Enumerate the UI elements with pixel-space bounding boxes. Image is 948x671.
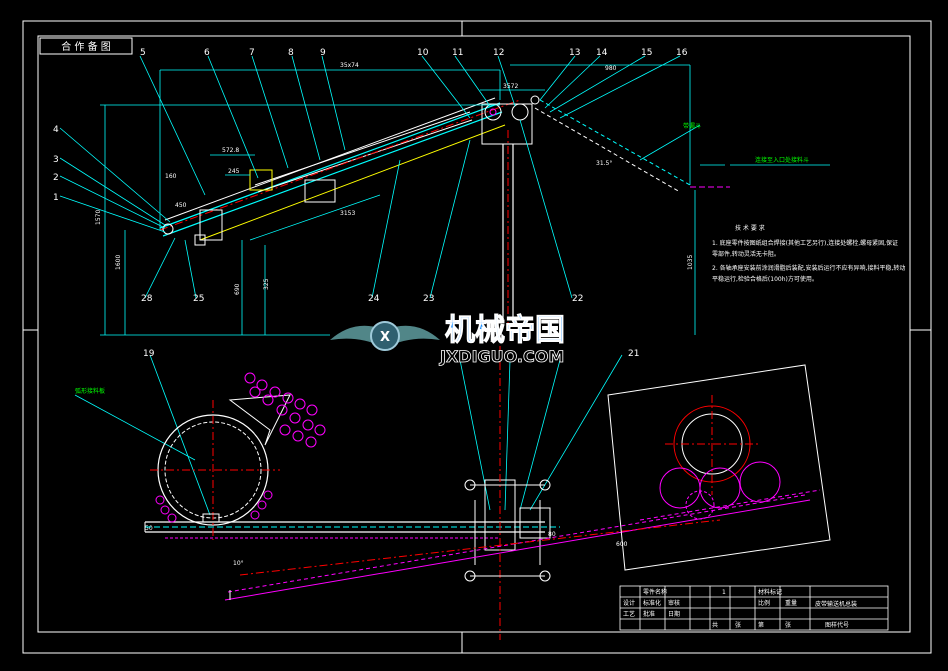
part-label-9: 9 (320, 48, 326, 58)
svg-text:600: 600 (616, 541, 628, 548)
svg-text:审核: 审核 (668, 599, 680, 607)
svg-text:31.5°: 31.5° (596, 160, 612, 167)
arc-hopper-wheel (150, 372, 326, 540)
svg-text:张: 张 (735, 621, 741, 629)
watermark-logo: X 机械帝国 JXDIGUO.COM (330, 313, 566, 366)
inclined-conveyor (159, 95, 730, 330)
svg-text:批准: 批准 (643, 610, 655, 618)
part-label-21: 21 (628, 349, 639, 359)
part-label-7: 7 (249, 48, 255, 58)
detail-view (607, 364, 831, 571)
svg-text:X: X (380, 330, 390, 345)
part-label-8: 8 (288, 48, 294, 58)
svg-text:重量: 重量 (785, 599, 797, 607)
part-label-24: 24 (368, 294, 380, 304)
part-label-3: 3 (53, 155, 59, 165)
part-label-28: 28 (141, 294, 153, 304)
part-label-10: 10 (417, 48, 429, 58)
svg-text:3153: 3153 (340, 210, 355, 217)
svg-text:比例: 比例 (758, 599, 770, 607)
svg-text:245: 245 (228, 168, 240, 175)
svg-text:第: 第 (758, 621, 764, 629)
hopper-note: 带漏斗 (683, 122, 701, 130)
watermark-cn: 机械帝国 (445, 313, 565, 348)
title-block-text: 零件名称 1 材料标记 皮带输送机总装 图样代号 设计 标准化 审核 工艺 批准… (623, 588, 857, 629)
technical-requirements: 技 术 要 求 1. 底座零件按图纸组合焊接(其他工艺另行),连接处螺栓,螺母紧… (712, 224, 905, 283)
part-label-19: 19 (143, 349, 155, 359)
svg-text:平稳运行,检验合格后(100h)方可使用。: 平稳运行,检验合格后(100h)方可使用。 (712, 275, 818, 283)
part-label-23: 23 (423, 294, 434, 304)
svg-text:零件名称: 零件名称 (643, 588, 667, 596)
svg-text:572.8: 572.8 (222, 147, 239, 154)
part-label-16: 16 (676, 48, 688, 58)
svg-text:1600: 1600 (115, 255, 122, 270)
svg-text:50: 50 (145, 525, 153, 532)
leader-lines (59, 55, 830, 516)
arc-plate-note: 弧形接料板 (75, 387, 105, 395)
svg-text:690: 690 (234, 283, 241, 295)
svg-text:3572: 3572 (503, 83, 518, 90)
annotation-labels: 带漏斗 连接至入口处接料斗 弧形接料板 (75, 122, 809, 395)
outer-frame (22, 20, 932, 654)
svg-text:450: 450 (175, 202, 187, 209)
svg-text:1: 1 (722, 589, 726, 596)
svg-text:35x74: 35x74 (340, 62, 359, 69)
svg-text:日期: 日期 (668, 610, 680, 618)
part-label-15: 15 (641, 48, 652, 58)
part-label-1: 1 (53, 193, 59, 203)
watermark-en: JXDIGUO.COM (439, 347, 564, 366)
svg-text:标准化: 标准化 (643, 599, 661, 607)
part-label-2: 2 (53, 173, 59, 183)
svg-text:技 术 要 求: 技 术 要 求 (735, 224, 765, 232)
svg-text:张: 张 (785, 621, 791, 629)
part-label-4: 4 (53, 125, 59, 135)
svg-text:325: 325 (263, 278, 270, 290)
part-label-14: 14 (596, 48, 608, 58)
svg-text:1. 底座零件按图纸组合焊接(其他工艺另行),连接处螺栓,螺: 1. 底座零件按图纸组合焊接(其他工艺另行),连接处螺栓,螺母紧固,保证 (712, 239, 898, 247)
part-label-25: 25 (193, 294, 204, 304)
svg-text:1035: 1035 (687, 255, 694, 270)
inner-frame (37, 35, 911, 633)
part-label-12: 12 (493, 48, 504, 58)
svg-text:1570: 1570 (95, 210, 102, 225)
svg-text:设计: 设计 (623, 599, 635, 607)
svg-text:图样代号: 图样代号 (825, 621, 849, 629)
svg-text:980: 980 (605, 65, 617, 72)
svg-text:皮带输送机总装: 皮带输送机总装 (815, 600, 857, 608)
part-label-11: 11 (452, 48, 463, 58)
svg-text:160: 160 (165, 173, 177, 180)
svg-text:共: 共 (712, 621, 718, 629)
svg-text:材料标记: 材料标记 (758, 588, 782, 596)
part-label-22: 22 (572, 294, 583, 304)
svg-text:2. 各轴承座安装前涂润滑脂后装配,安装后运行不应有异响,接: 2. 各轴承座安装前涂润滑脂后装配,安装后运行不应有异响,接料平稳,转动 (712, 264, 905, 272)
part-label-6: 6 (204, 48, 210, 58)
svg-text:80: 80 (548, 531, 556, 538)
svg-text:零部件,转动灵活无卡阻。: 零部件,转动灵活无卡阻。 (712, 250, 780, 258)
part-number-labels: 1 2 3 4 5 6 7 8 9 10 11 12 13 14 15 16 1… (53, 48, 688, 359)
connect-note: 连接至入口处接料斗 (755, 156, 809, 164)
title-block (619, 585, 889, 631)
horizontal-conveyor (144, 330, 811, 640)
svg-text:10°: 10° (233, 560, 244, 567)
dimension-lines (100, 64, 696, 336)
dimension-texts: 35x74 3572 980 572.8 245 450 160 3153 15… (95, 62, 694, 567)
top-title-text: 合 作 备 图 (61, 40, 111, 53)
part-label-5: 5 (140, 48, 146, 58)
part-label-13: 13 (569, 48, 580, 58)
svg-text:工艺: 工艺 (623, 610, 635, 618)
